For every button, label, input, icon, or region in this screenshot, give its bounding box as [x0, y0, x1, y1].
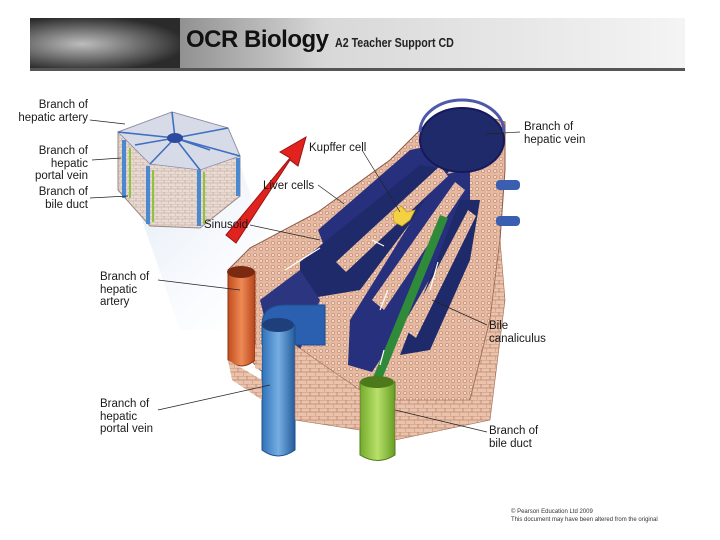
- alteration-notice: This document may have been altered from…: [511, 517, 658, 523]
- label-line: Branch of: [489, 425, 539, 437]
- label-bile-canaliculus: Bile canaliculus: [489, 320, 546, 345]
- label-line: artery: [100, 296, 130, 308]
- leader-lines: [89, 119, 521, 433]
- label-line: bile duct: [45, 198, 88, 211]
- copyright-notice: © Pearson Education Ltd 2009 This docume…: [511, 508, 658, 524]
- label-portal-vein-lobule: Branch of hepatic portal vein: [0, 145, 88, 183]
- label-bile-duct: Branch of bile duct: [489, 425, 538, 450]
- label-line: Bile: [489, 320, 509, 332]
- label-line: Liver cells: [263, 180, 315, 192]
- label-kupffer-cell: Kupffer cell: [309, 142, 366, 155]
- header-banner: [30, 18, 685, 70]
- label-line: Sinusoid: [204, 219, 249, 231]
- label-line: hepatic vein: [524, 133, 586, 146]
- label-line: Branch of: [38, 99, 88, 111]
- label-line: Branch of: [38, 186, 88, 198]
- label-line: bile duct: [489, 437, 532, 450]
- title-text: OCR Biology: [186, 26, 329, 53]
- label-hepatic-artery-lobule: Branch of hepatic artery: [10, 99, 88, 124]
- label-liver-cells: Liver cells: [263, 180, 314, 193]
- label-hepatic-portal-vein: Branch of hepatic portal vein: [100, 398, 153, 436]
- label-line: Branch of: [524, 121, 574, 133]
- label-hepatic-artery: Branch of hepatic artery: [100, 271, 149, 309]
- label-line: Branch of hepatic: [38, 145, 88, 170]
- banner-photo: [30, 18, 180, 70]
- label-sinusoid: Sinusoid: [204, 219, 248, 232]
- header-rule: [30, 68, 685, 71]
- zoom-arrow: [225, 135, 307, 244]
- label-line: hepatic artery: [18, 111, 88, 124]
- label-line: Branch of: [100, 398, 150, 410]
- lobule-overview: [117, 111, 241, 229]
- header-title: OCR Biology A2 Teacher Support CD: [186, 26, 479, 56]
- label-line: portal vein: [100, 423, 154, 435]
- label-bile-duct-lobule: Branch of bile duct: [10, 186, 88, 211]
- label-line: Branch of: [100, 271, 150, 283]
- liver-section: [227, 98, 520, 461]
- label-hepatic-vein: Branch of hepatic vein: [524, 121, 585, 146]
- label-line: hepatic: [100, 283, 138, 296]
- label-line: canaliculus: [489, 332, 546, 345]
- label-line: Kupffer cell: [309, 142, 367, 154]
- label-line: hepatic: [100, 410, 138, 423]
- copyright-text: © Pearson Education Ltd 2009: [511, 509, 593, 515]
- subtitle-text: A2 Teacher Support CD: [334, 35, 454, 50]
- label-line: portal vein: [34, 170, 88, 182]
